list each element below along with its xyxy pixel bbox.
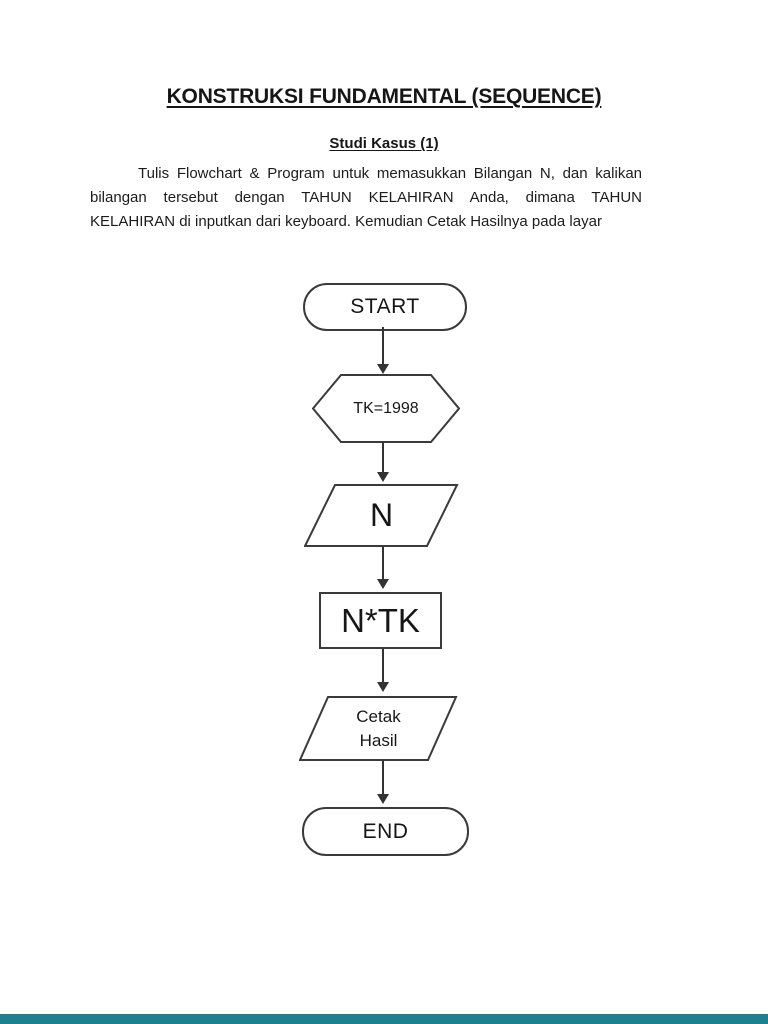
- preparation-label: TK=1998: [353, 399, 419, 417]
- flowchart-node-input: N: [304, 484, 459, 547]
- page-subtitle: Studi Kasus (1): [329, 135, 439, 152]
- start-label: START: [350, 295, 420, 318]
- flow-arrow-1: [377, 327, 389, 374]
- output-label: Cetak Hasil: [356, 705, 400, 753]
- footer-bar: [0, 1014, 768, 1024]
- input-label: N: [369, 497, 394, 533]
- flowchart-node-start: START: [303, 283, 467, 331]
- flowchart-node-process: N*TK: [319, 592, 442, 649]
- flowchart-node-end: END: [302, 807, 469, 856]
- flow-arrow-4: [377, 649, 389, 692]
- output-label-line2: Hasil: [359, 730, 398, 750]
- page-title: KONSTRUKSI FUNDAMENTAL (SEQUENCE): [166, 85, 602, 108]
- flowchart-node-preparation: TK=1998: [312, 374, 460, 443]
- hexagon-shape: [312, 374, 460, 443]
- flow-arrow-5: [377, 760, 389, 804]
- parallelogram-shape: [299, 696, 458, 761]
- end-label: END: [362, 819, 409, 843]
- process-label: N*TK: [341, 601, 420, 639]
- output-label-line1: Cetak: [356, 706, 401, 726]
- body-paragraph: Tulis Flowchart & Program untuk memasukk…: [90, 165, 642, 230]
- flowchart-node-output: Cetak Hasil: [299, 696, 458, 761]
- flow-arrow-2: [377, 443, 389, 482]
- parallelogram-shape: [304, 484, 459, 547]
- flow-arrow-3: [377, 546, 389, 589]
